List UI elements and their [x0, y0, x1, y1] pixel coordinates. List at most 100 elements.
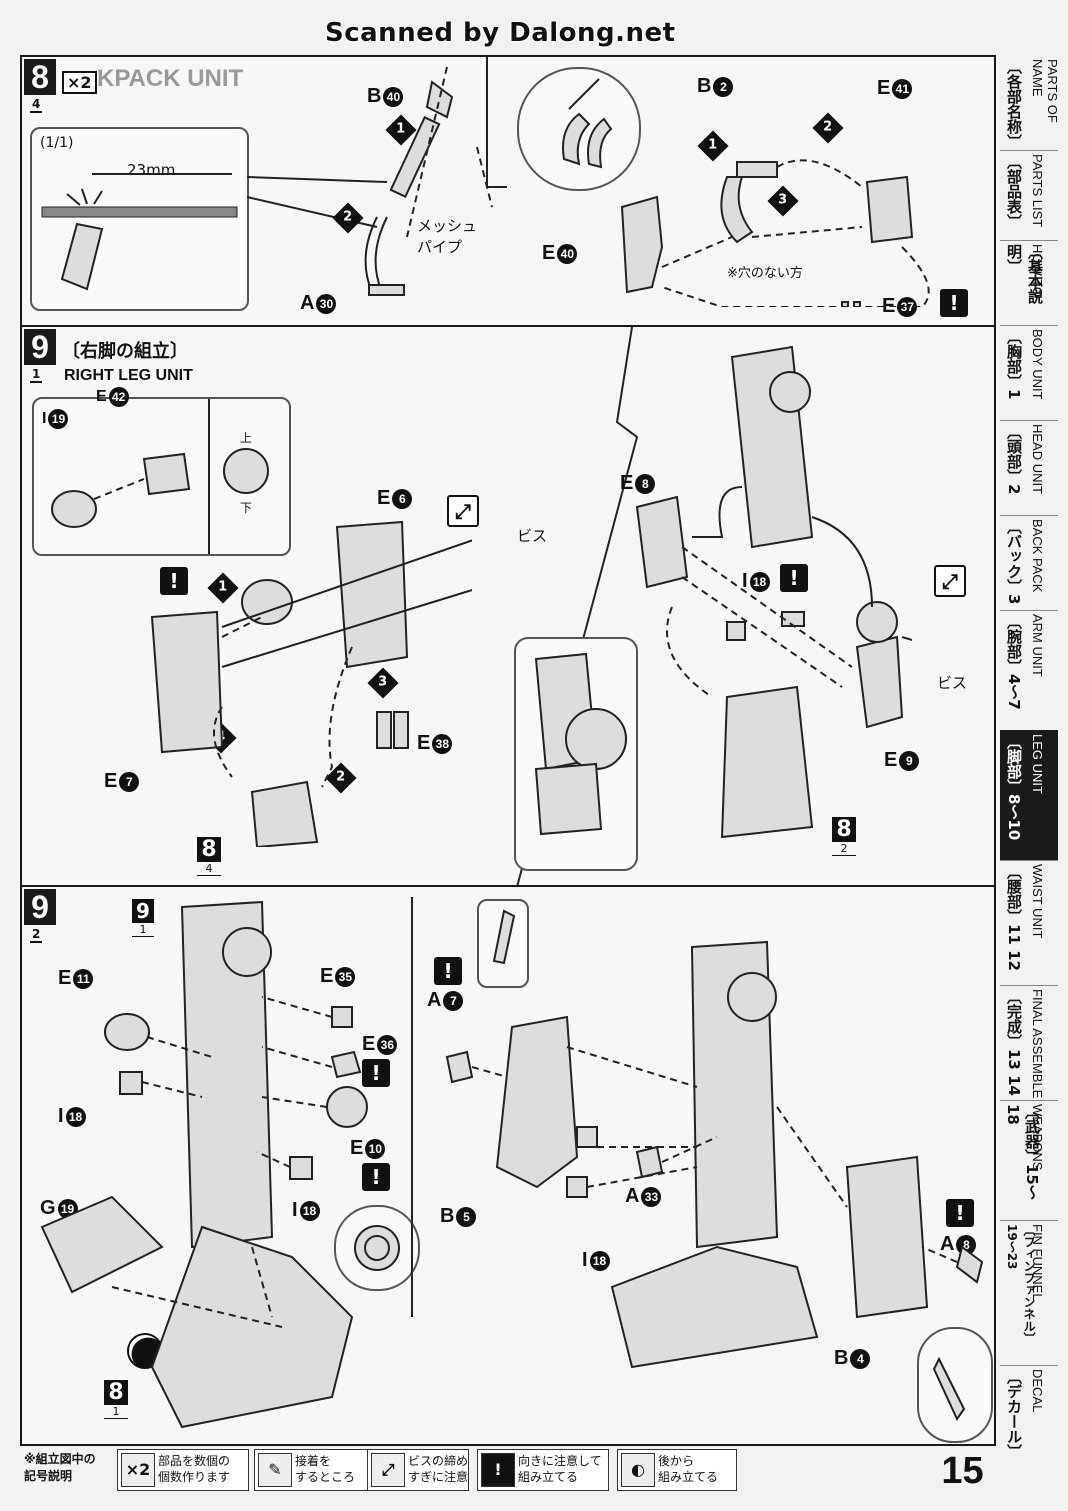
step-9-1-number: 9	[24, 329, 56, 365]
legend-item-multiple: ×2 部品を数個の 個数作ります	[117, 1449, 249, 1491]
chapter-tab[interactable]: 〔デカール〕DECAL	[1005, 1369, 1045, 1459]
ref-step-8-4: 8 4	[197, 837, 221, 876]
ref-step-8-1: 8 1	[104, 1380, 128, 1419]
step-8-bg-text: KPACK UNIT	[97, 65, 244, 92]
step-9-2-divider	[411, 897, 413, 1317]
step-9-title-jp: 〔右脚の組立〕	[62, 341, 188, 362]
nipper-cut-diagram	[41, 173, 238, 291]
assemble-later-icon: ◐	[621, 1453, 655, 1487]
legend-item-glue: ✎ 接着を するところ	[254, 1449, 374, 1491]
step-9-1-substep: 1	[30, 367, 43, 383]
step-8-number: 8	[24, 59, 56, 95]
ref-step-9-1: 9 1	[132, 899, 154, 937]
inset-scale: (1/1)	[40, 135, 74, 151]
knee-joint-diagram	[534, 652, 627, 836]
mesh-pipe-label: メッシュ パイプ	[417, 217, 478, 256]
page-number: 15	[941, 1450, 984, 1492]
step-9-2-number: 9	[24, 889, 56, 925]
warning-icon-9b-b: !	[362, 1163, 390, 1191]
warning-icon-9a: !	[160, 567, 188, 595]
warning-icon: !	[940, 289, 968, 317]
down-label: 下	[240, 501, 253, 515]
symbol-legend: ※組立図中の 記号説明 ×2 部品を数個の 個数作ります ✎ 接着を するところ…	[22, 1445, 982, 1495]
hole-note: ※穴のない方	[727, 266, 803, 281]
knee-joint-inset	[514, 637, 638, 871]
warning-icon: !	[481, 1453, 515, 1487]
legend-title: ※組立図中の 記号説明	[24, 1452, 96, 1483]
step-8-multiplier: ×2	[62, 71, 97, 94]
screw-label-9a: ビス	[517, 527, 548, 545]
fin-detail-diagram-top	[492, 909, 516, 965]
step-8-divider	[486, 57, 507, 188]
screw-icon: ⤢	[371, 1453, 405, 1487]
chapter-tab-bar: 〔各部名称〕PARTS OF NAME 〔部品表〕PARTS LIST 〔基本説…	[1000, 55, 1060, 1459]
chapter-tab[interactable]: 〔各部名称〕PARTS OF NAME	[1000, 55, 1060, 151]
warning-icon-9b-a: !	[362, 1059, 390, 1087]
step-9-2-substep: 2	[30, 927, 43, 943]
legend-item-later: ◐ 後から 組み立てる	[617, 1449, 737, 1491]
ball-joint-diagram	[354, 1225, 400, 1271]
fin-detail-inset-top	[477, 899, 529, 988]
ball-joint-inset	[334, 1205, 420, 1291]
chapter-tab[interactable]: 〔基本説明〕HOW TO	[1000, 240, 1058, 326]
fin-detail-inset-bottom	[917, 1327, 993, 1443]
step-9-1-left-diagram	[150, 520, 472, 847]
chapter-tab[interactable]: 〔部品表〕PARTS LIST	[1000, 150, 1058, 241]
step-8-substep: 4	[30, 97, 43, 113]
ref-step-8-2: 8 2	[832, 817, 856, 856]
up-label: 上	[240, 431, 253, 445]
step-9-title-en: RIGHT LEG UNIT	[64, 367, 193, 384]
step-8-diagram-right	[620, 159, 930, 307]
ankle-cap-diagram	[51, 399, 269, 554]
fin-detail-diagram-bottom	[932, 1356, 966, 1422]
multiple-icon: ×2	[121, 1453, 155, 1487]
screw-icon-9a-right: ⤢	[934, 565, 966, 597]
warning-icon-9b-d: !	[946, 1199, 974, 1227]
mesh-length-inset: (1/1) 23mm	[30, 127, 249, 311]
glue-icon: ✎	[258, 1453, 292, 1487]
legend-item-screw: ⤢ ビスの締め すぎに注意	[367, 1449, 469, 1491]
glue-detail-inset	[517, 67, 641, 191]
step-9-2-right-diagram	[445, 940, 984, 1369]
legend-item-direction: ! 向きに注意して 組み立てる	[477, 1449, 609, 1491]
step-8-diagram-left	[247, 66, 493, 296]
scan-credit: Scanned by Dalong.net	[325, 18, 676, 48]
screw-icon-9a: ⤢	[447, 495, 479, 527]
step-9-2-left-diagram	[40, 900, 368, 1429]
glue-brush-diagram	[562, 78, 613, 169]
